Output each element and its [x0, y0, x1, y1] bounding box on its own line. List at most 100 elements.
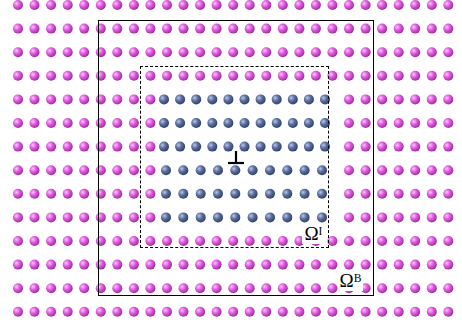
atom — [261, 283, 271, 293]
atom — [162, 236, 172, 246]
atom — [63, 307, 73, 317]
atom — [377, 71, 387, 81]
atom — [179, 283, 189, 293]
atom — [30, 165, 40, 175]
atom — [96, 0, 106, 10]
atom — [394, 283, 404, 293]
atom — [317, 189, 327, 199]
atom — [311, 24, 321, 34]
atom — [13, 24, 23, 34]
atom — [223, 94, 233, 104]
atom — [245, 236, 255, 246]
atom — [394, 307, 404, 317]
atom — [96, 307, 106, 317]
atom — [278, 71, 288, 81]
atom — [79, 71, 89, 81]
atom — [191, 94, 201, 104]
atom — [300, 189, 310, 199]
atom — [272, 118, 282, 128]
atom — [63, 283, 73, 293]
atom — [427, 24, 437, 34]
atom — [278, 47, 288, 57]
atom — [145, 118, 155, 128]
atom — [294, 24, 304, 34]
atom — [213, 189, 223, 199]
atom — [443, 94, 453, 104]
atom — [410, 142, 420, 152]
atom — [162, 0, 172, 10]
atom — [212, 283, 222, 293]
atom — [129, 212, 139, 222]
atom — [361, 71, 371, 81]
atom — [30, 236, 40, 246]
atom — [245, 24, 255, 34]
atom — [162, 47, 172, 57]
atom — [294, 260, 304, 270]
atom — [294, 47, 304, 57]
atom — [30, 212, 40, 222]
atom — [129, 47, 139, 57]
atom — [443, 0, 453, 10]
atom — [129, 189, 139, 199]
atom — [79, 236, 89, 246]
atom — [327, 0, 337, 10]
atom — [377, 283, 387, 293]
atom — [228, 283, 238, 293]
region-label: Ωᴮ — [338, 271, 363, 291]
atom — [256, 142, 266, 152]
atom — [63, 24, 73, 34]
atom — [248, 212, 258, 222]
atom — [196, 165, 206, 175]
atom — [79, 0, 89, 10]
atom — [13, 142, 23, 152]
atom — [213, 212, 223, 222]
atom — [112, 165, 122, 175]
atom — [311, 283, 321, 293]
atom — [207, 142, 217, 152]
atom — [427, 71, 437, 81]
atom — [427, 236, 437, 246]
atom — [79, 260, 89, 270]
atom — [443, 212, 453, 222]
atom — [443, 307, 453, 317]
atom — [427, 283, 437, 293]
atom — [112, 212, 122, 222]
atom — [427, 260, 437, 270]
atom — [230, 189, 240, 199]
atom — [361, 118, 371, 128]
atom — [344, 71, 354, 81]
atom — [129, 236, 139, 246]
atom — [294, 307, 304, 317]
atom — [30, 260, 40, 270]
atom — [294, 283, 304, 293]
atom — [161, 189, 171, 199]
region-box: ΩᴮΩᴵ — [98, 20, 374, 296]
atom — [145, 307, 155, 317]
atom — [377, 118, 387, 128]
atom — [162, 283, 172, 293]
atom — [13, 165, 23, 175]
atom — [228, 236, 238, 246]
atoms — [13, 0, 453, 317]
atom — [46, 236, 56, 246]
atom — [443, 260, 453, 270]
atom — [294, 71, 304, 81]
atom — [410, 71, 420, 81]
atom — [361, 260, 371, 270]
atom — [212, 24, 222, 34]
atom — [145, 212, 155, 222]
atom — [240, 118, 250, 128]
atom — [162, 307, 172, 317]
atom — [278, 0, 288, 10]
atom — [30, 142, 40, 152]
atom — [394, 118, 404, 128]
atom — [13, 307, 23, 317]
atom — [261, 24, 271, 34]
atom — [427, 0, 437, 10]
atom — [410, 0, 420, 10]
atom — [245, 0, 255, 10]
atom — [317, 165, 327, 175]
atom — [410, 165, 420, 175]
atom — [427, 307, 437, 317]
atom — [265, 212, 275, 222]
